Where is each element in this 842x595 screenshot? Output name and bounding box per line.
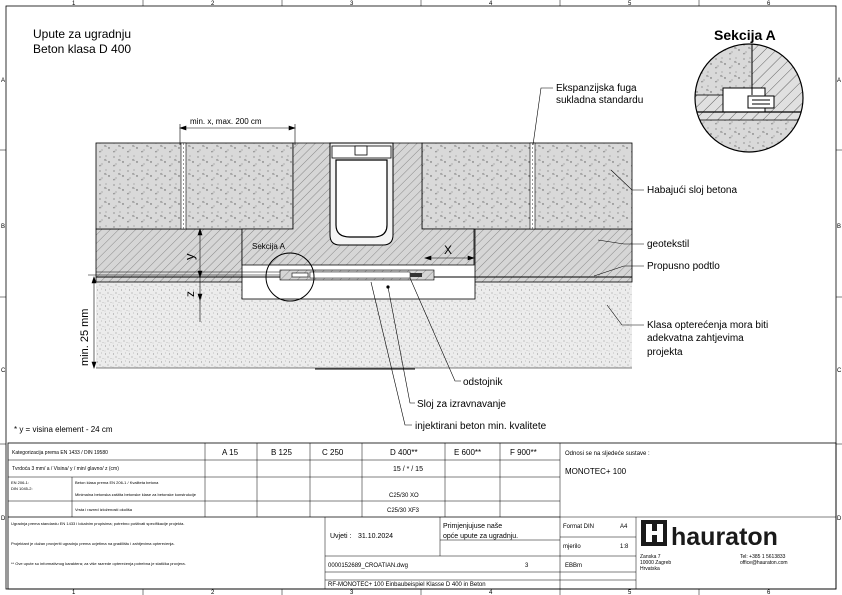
table-class-b125: B 125 bbox=[271, 448, 292, 457]
grid-col-6-bottom: 6 bbox=[767, 590, 771, 595]
load-class-table bbox=[7, 442, 837, 590]
table-note-din1045: DIN 1045-2: bbox=[11, 486, 33, 491]
grid-row-d-left: D bbox=[1, 516, 6, 522]
address-line-1: Zanska 7 bbox=[640, 554, 661, 560]
drawing-description: RF-MONOTEC+ 100 Einbaubeispiel Klasse D … bbox=[328, 582, 486, 588]
table-note-en206: EN 206-1: bbox=[11, 480, 29, 485]
hauraton-logo: hauraton bbox=[641, 520, 778, 551]
reference-systems-label: Odnosi se na sljedeće sustave : bbox=[565, 451, 650, 457]
cross-section bbox=[95, 142, 633, 370]
notes-paragraph-3: ** Ove upute su informativnog karaktera;… bbox=[11, 561, 186, 566]
revision: 3 bbox=[525, 563, 529, 569]
table-class-f900: F 900** bbox=[510, 448, 537, 457]
callout-load-class-3: projekta bbox=[647, 347, 683, 358]
grid-col-2-top: 2 bbox=[211, 1, 215, 7]
callout-permeable-base: Propusno podtlo bbox=[647, 261, 720, 272]
grid-row-a-left: A bbox=[1, 78, 5, 84]
applies-note-2: opće upute za ugradnju. bbox=[443, 533, 518, 540]
footnote-y: * y = visina element - 24 cm bbox=[14, 425, 113, 434]
dim-y: y bbox=[182, 253, 197, 260]
grid-row-c-right: C bbox=[837, 368, 842, 374]
grid-row-c-left: C bbox=[1, 368, 6, 374]
table-class-c250: C 250 bbox=[322, 448, 344, 457]
grid-col-3-top: 3 bbox=[350, 1, 354, 7]
dim-top-span: min. x, max. 200 cm bbox=[190, 117, 262, 126]
notes-paragraph-2: Projektant je dužan provjeriti ugradnju … bbox=[11, 541, 175, 546]
table-value-concrete-1: C25/30 XO bbox=[389, 493, 419, 499]
table-class-d400: D 400** bbox=[390, 448, 418, 457]
table-class-e600: E 600** bbox=[454, 448, 481, 457]
table-class-a15: A 15 bbox=[222, 448, 239, 457]
format-value: A4 bbox=[620, 524, 628, 530]
callout-leveling-layer: Sloj za izravnavanje bbox=[417, 399, 506, 410]
callout-wearing-layer: Habajući sloj betona bbox=[647, 185, 737, 196]
author: EBBm bbox=[565, 563, 582, 569]
grid-col-6-top: 6 bbox=[767, 1, 771, 7]
grid-row-b-left: B bbox=[1, 224, 5, 230]
section-title: Sekcija A bbox=[714, 27, 776, 43]
phone: Tel: +385 1 5613833 bbox=[740, 554, 786, 560]
grid-row-d-right: D bbox=[837, 516, 842, 522]
notes-paragraph-1: Ugradnja prema standardu EN 1433 i lokal… bbox=[11, 521, 184, 526]
scale-value: 1:8 bbox=[620, 544, 629, 550]
grid-col-5-top: 5 bbox=[628, 1, 632, 7]
grid-col-4-top: 4 bbox=[489, 1, 493, 7]
address-line-3: Hrvatska bbox=[640, 566, 660, 572]
table-row-category: Kategorizacija prema EN 1433 / DIN 19580 bbox=[12, 450, 108, 456]
callout-load-class-2: adekvatna zahtjevima bbox=[647, 333, 744, 344]
callout-load-class-1: Klasa opterećenja mora biti bbox=[647, 320, 768, 331]
conditions-label: Uvjeti : bbox=[330, 533, 351, 540]
table-row-exposure: Vrsta i razred izloženosti okoliša bbox=[75, 507, 133, 512]
grid-col-2-bottom: 2 bbox=[211, 590, 215, 595]
callout-expansion-joint-2: sukladna standardu bbox=[556, 95, 643, 106]
scale-label: mjerilo bbox=[563, 544, 581, 550]
grid-row-a-right: A bbox=[837, 78, 841, 84]
dim-z: z bbox=[183, 291, 197, 297]
reference-system: MONOTEC+ 100 bbox=[565, 467, 627, 476]
section-a-detail bbox=[694, 43, 804, 153]
callout-spacer: odstojnik bbox=[463, 377, 503, 388]
email: office@hauraton.com bbox=[740, 560, 788, 566]
logo-text: hauraton bbox=[671, 523, 778, 551]
callout-geotextile: geotekstil bbox=[647, 239, 689, 250]
leader-lines bbox=[370, 87, 644, 426]
table-value-concrete-2: C25/30 XF3 bbox=[387, 508, 420, 514]
dimension-lines bbox=[88, 124, 475, 369]
table-row-height: Tvrdoća 3 mm/ a / Visina/ y / min/ glavn… bbox=[12, 466, 119, 472]
grid-col-1-bottom: 1 bbox=[72, 590, 76, 595]
table-row-concrete: Beton klasa prema EN 206-1 / Kvaliteta b… bbox=[75, 480, 159, 485]
issue-date: 31.10.2024 bbox=[358, 533, 393, 540]
section-a-marker: Sekcija A bbox=[252, 242, 286, 251]
dim-x: X bbox=[444, 243, 452, 257]
grid-col-5-bottom: 5 bbox=[628, 590, 632, 595]
callout-expansion-joint-1: Ekspanzijska fuga bbox=[556, 83, 637, 94]
grid-row-b-right: B bbox=[837, 224, 841, 230]
table-value-yz: 15 / * / 15 bbox=[393, 466, 423, 473]
grid-col-1-top: 1 bbox=[72, 1, 76, 7]
callout-injected-concrete: injektirani beton min. kvalitete bbox=[415, 421, 547, 432]
dim-min-25: min. 25 mm bbox=[79, 309, 91, 366]
grid-col-4-bottom: 4 bbox=[489, 590, 493, 595]
drawing-title-line2: Beton klasa D 400 bbox=[33, 42, 131, 56]
applies-note-1: Primjenjujuse naše bbox=[443, 523, 502, 530]
drawing-title-line1: Upute za ugradnju bbox=[33, 27, 131, 41]
grid-col-3-bottom: 3 bbox=[350, 590, 354, 595]
drawing-file: 0000152689_CROATIAN.dwg bbox=[328, 563, 408, 569]
table-row-protection: Minimalna betonska zaštita betonske klas… bbox=[75, 492, 197, 497]
format-label: Format DIN bbox=[563, 524, 594, 530]
address-line-2: 10000 Zagreb bbox=[640, 560, 671, 566]
